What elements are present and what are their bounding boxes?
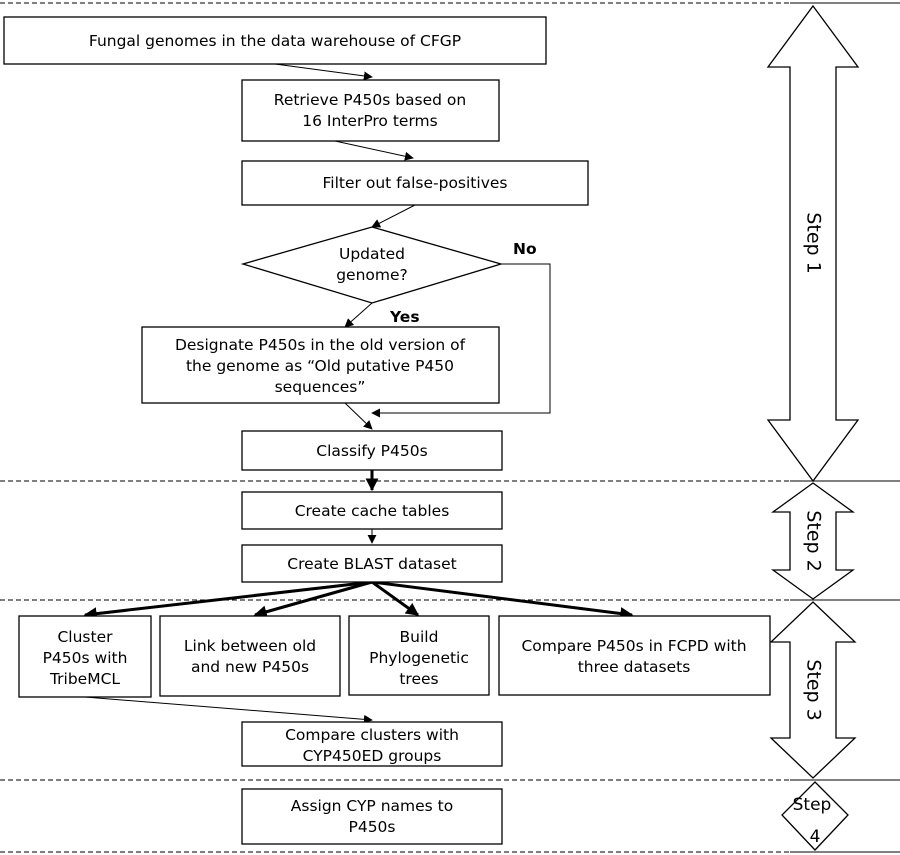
node-fungal-genomes: Fungal genomes in the data warehouse of … xyxy=(3,16,547,65)
svg-text:Fungal genomes in the data war: Fungal genomes in the data warehouse of … xyxy=(89,32,461,50)
svg-text:the genome as “Old putative P4: the genome as “Old putative P450 xyxy=(186,357,454,375)
svg-text:Updated: Updated xyxy=(339,245,405,263)
svg-text:sequences”: sequences” xyxy=(275,378,366,396)
node-classify-p450s: Classify P450s xyxy=(241,430,503,471)
svg-text:Compare P450s in FCPD with: Compare P450s in FCPD with xyxy=(521,637,746,655)
svg-text:Phylogenetic: Phylogenetic xyxy=(369,649,469,667)
svg-text:Cluster: Cluster xyxy=(57,628,113,646)
node-cluster-tribemcl: Cluster P450s with TribeMCL xyxy=(18,615,152,698)
svg-text:16 InterPro terms: 16 InterPro terms xyxy=(302,112,437,130)
step-2-label: Step 2 xyxy=(803,510,825,571)
svg-text:Create BLAST dataset: Create BLAST dataset xyxy=(287,555,457,573)
step-4-label-line1: Step xyxy=(793,795,832,815)
svg-text:Compare clusters with: Compare clusters with xyxy=(285,726,459,744)
step-1-label: Step 1 xyxy=(803,212,825,273)
edge-label-no: No xyxy=(513,240,537,258)
step-3-label: Step 3 xyxy=(803,659,825,720)
connectors xyxy=(83,63,634,724)
node-link-old-new: Link between old and new P450s xyxy=(159,615,341,697)
svg-text:Link between old: Link between old xyxy=(184,637,316,655)
svg-text:Create cache tables: Create cache tables xyxy=(295,502,450,520)
svg-text:P450s: P450s xyxy=(348,818,395,836)
svg-text:Classify P450s: Classify P450s xyxy=(316,442,427,460)
node-updated-genome-decision: Updated genome? xyxy=(240,226,504,304)
svg-text:three datasets: three datasets xyxy=(578,658,691,676)
node-build-phylogenetic-trees: Build Phylogenetic trees xyxy=(348,615,490,696)
svg-text:P450s with: P450s with xyxy=(43,649,128,667)
svg-text:TribeMCL: TribeMCL xyxy=(49,670,120,688)
step-1-indicator: Step 1 xyxy=(766,4,860,483)
svg-text:Filter out false-positives: Filter out false-positives xyxy=(323,174,508,192)
svg-text:and new P450s: and new P450s xyxy=(191,658,309,676)
node-compare-clusters: Compare clusters with CYP450ED groups xyxy=(241,721,503,767)
step-4-indicator: Step 4 xyxy=(781,781,849,851)
svg-text:Build: Build xyxy=(400,628,439,646)
step-3-indicator: Step 3 xyxy=(769,601,857,779)
node-designate-old-p450s: Designate P450s in the old version of th… xyxy=(141,326,500,404)
edge-label-yes: Yes xyxy=(389,308,420,326)
step-2-indicator: Step 2 xyxy=(770,482,856,600)
node-create-blast-dataset: Create BLAST dataset xyxy=(241,544,503,583)
node-compare-fcpd: Compare P450s in FCPD with three dataset… xyxy=(498,615,771,696)
svg-text:trees: trees xyxy=(399,670,438,688)
svg-text:Assign CYP names to: Assign CYP names to xyxy=(291,797,453,815)
step-4-label-line2: 4 xyxy=(810,827,821,847)
svg-text:Retrieve P450s based on: Retrieve P450s based on xyxy=(274,91,467,109)
node-assign-cyp-names: Assign CYP names to P450s xyxy=(241,788,503,845)
svg-text:CYP450ED groups: CYP450ED groups xyxy=(303,747,442,765)
node-retrieve-p450s: Retrieve P450s based on 16 InterPro term… xyxy=(241,79,500,142)
svg-text:Designate P450s in the old ver: Designate P450s in the old version of xyxy=(175,336,466,354)
svg-text:genome?: genome? xyxy=(336,266,408,284)
node-create-cache-tables: Create cache tables xyxy=(241,491,503,530)
node-filter-false-positives: Filter out false-positives xyxy=(241,160,589,206)
